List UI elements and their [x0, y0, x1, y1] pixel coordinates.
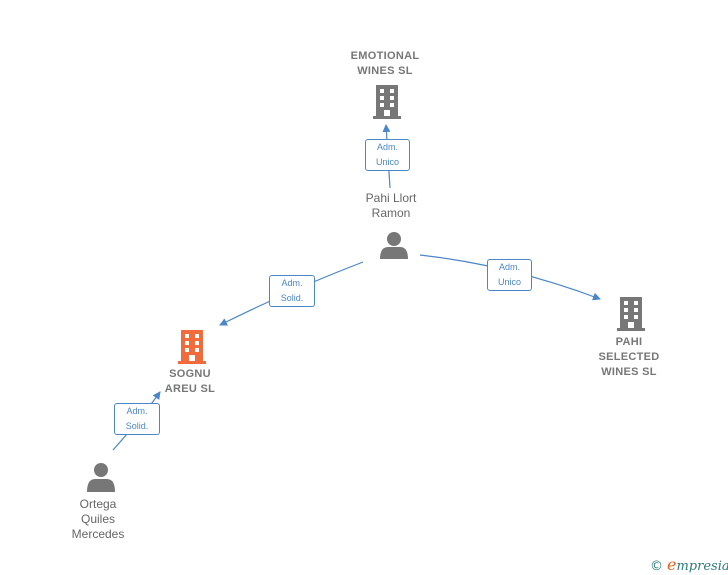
label-line: SOGNU [169, 368, 211, 380]
label-line: Ortega [79, 497, 117, 511]
label-line: Adm. [498, 262, 520, 272]
person-label-ortega[interactable]: Ortega Quiles Mercedes [48, 497, 148, 542]
edge-label-adm-unico: Adm. Unico [365, 139, 410, 171]
label-line: Adm. [281, 278, 303, 288]
company-label-sognu[interactable]: SOGNU AREU SL [140, 367, 240, 397]
building-icon [373, 85, 401, 119]
edge-label-adm-solid: Adm. Solid. [114, 403, 160, 435]
brand-logo-text: mpresia [676, 559, 728, 574]
label-line: WINES SL [601, 366, 657, 378]
edge-label-adm-solid: Adm. Solid. [269, 275, 315, 307]
label-line: Unico [375, 157, 399, 167]
copyright-icon: © [650, 559, 663, 574]
label-line: Pahi Llort [365, 191, 417, 205]
label-line: Ramon [371, 206, 411, 220]
brand-logo-letter: e [667, 555, 677, 574]
label-line: WINES SL [357, 65, 413, 77]
person-icon [87, 463, 115, 492]
label-line: Unico [497, 277, 521, 287]
edge-label-adm-unico: Adm. Unico [487, 259, 532, 291]
label-line: SELECTED [598, 351, 660, 363]
label-line: EMOTIONAL [350, 50, 420, 62]
label-line: Adm. [376, 142, 398, 152]
company-label-emotional[interactable]: EMOTIONAL WINES SL [335, 49, 435, 79]
label-line: Solid. [125, 421, 149, 431]
building-icon [617, 297, 645, 331]
company-label-pahi-selected[interactable]: PAHI SELECTED WINES SL [579, 335, 679, 380]
label-line: Mercedes [71, 527, 125, 541]
person-label-pahi-llort[interactable]: Pahi Llort Ramon [341, 191, 441, 221]
building-icon [178, 330, 206, 364]
label-line: Solid. [280, 293, 304, 303]
label-line: Quiles [80, 512, 115, 526]
label-line: PAHI [615, 336, 643, 348]
label-line: AREU SL [164, 383, 216, 395]
person-icon [380, 232, 408, 259]
label-line: Adm. [126, 406, 148, 416]
brand-footer[interactable]: © empresia [650, 555, 728, 574]
